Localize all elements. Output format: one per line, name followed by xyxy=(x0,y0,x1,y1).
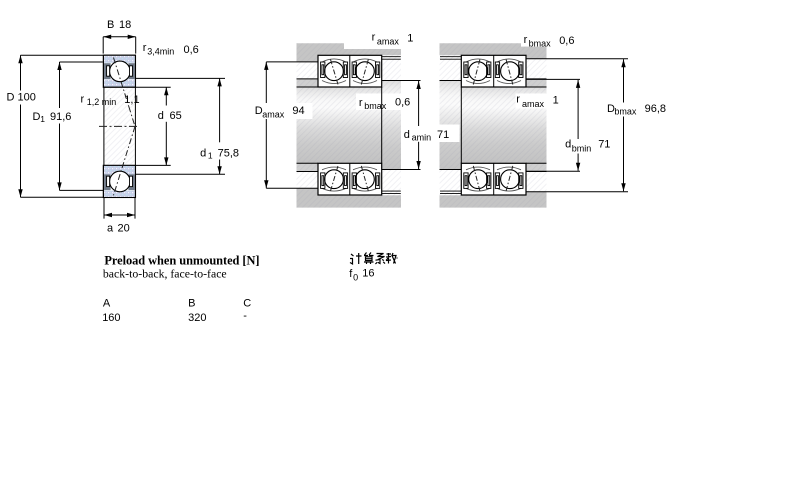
svg-text:D: D xyxy=(33,111,41,123)
svg-text:94: 94 xyxy=(292,105,304,117)
svg-text:Preload when unmounted [N]: Preload when unmounted [N] xyxy=(104,254,259,268)
svg-text:d: d xyxy=(565,138,571,150)
svg-text:bmax: bmax xyxy=(614,106,637,116)
svg-text:back-to-back, face-to-face: back-to-back, face-to-face xyxy=(103,266,227,280)
svg-text:-: - xyxy=(243,310,247,322)
svg-text:0,6: 0,6 xyxy=(184,44,199,56)
svg-text:0,6: 0,6 xyxy=(559,35,574,47)
svg-text:71: 71 xyxy=(598,139,610,151)
svg-text:D: D xyxy=(7,92,15,104)
svg-text:amax: amax xyxy=(262,110,285,120)
svg-text:r: r xyxy=(524,34,528,46)
svg-text:16: 16 xyxy=(362,268,374,280)
svg-text:C: C xyxy=(243,298,251,310)
svg-text:75,8: 75,8 xyxy=(218,147,239,159)
svg-text:bmax: bmax xyxy=(529,38,552,48)
svg-text:r: r xyxy=(372,32,376,44)
svg-text:r: r xyxy=(516,94,520,106)
svg-text:1: 1 xyxy=(407,33,413,45)
svg-text:f: f xyxy=(349,268,353,280)
svg-text:18: 18 xyxy=(119,19,131,31)
svg-text:65: 65 xyxy=(170,110,182,122)
svg-text:1: 1 xyxy=(40,114,45,124)
svg-text:B: B xyxy=(107,19,114,31)
svg-text:D: D xyxy=(607,103,615,115)
svg-text:91,6: 91,6 xyxy=(50,111,71,123)
svg-text:96,8: 96,8 xyxy=(645,103,666,115)
svg-text:bmin: bmin xyxy=(572,143,592,153)
svg-text:d: d xyxy=(404,129,410,141)
svg-text:1: 1 xyxy=(208,151,213,161)
svg-text:0: 0 xyxy=(353,273,358,283)
svg-text:71: 71 xyxy=(437,129,449,141)
svg-text:amin: amin xyxy=(412,133,432,143)
svg-text:20: 20 xyxy=(118,223,130,235)
svg-text:r: r xyxy=(143,42,147,54)
svg-text:a: a xyxy=(107,223,114,235)
svg-text:A: A xyxy=(103,298,111,310)
svg-text:d: d xyxy=(200,148,206,160)
svg-text:160: 160 xyxy=(102,312,120,324)
svg-text:1: 1 xyxy=(553,94,559,106)
svg-text:100: 100 xyxy=(18,92,36,104)
svg-text:amax: amax xyxy=(522,99,545,109)
svg-text:bmax: bmax xyxy=(364,101,387,111)
svg-text:0,6: 0,6 xyxy=(395,96,410,108)
svg-text:1,2 min: 1,2 min xyxy=(87,97,117,107)
svg-text:amax: amax xyxy=(377,36,400,46)
svg-text:D: D xyxy=(255,105,263,117)
svg-text:r: r xyxy=(81,94,85,106)
svg-text:d: d xyxy=(158,110,164,122)
svg-text:320: 320 xyxy=(188,312,206,324)
svg-text:1,1: 1,1 xyxy=(124,94,139,106)
svg-text:B: B xyxy=(188,298,195,310)
svg-text:r: r xyxy=(359,97,363,109)
svg-text:3,4min: 3,4min xyxy=(147,47,174,57)
